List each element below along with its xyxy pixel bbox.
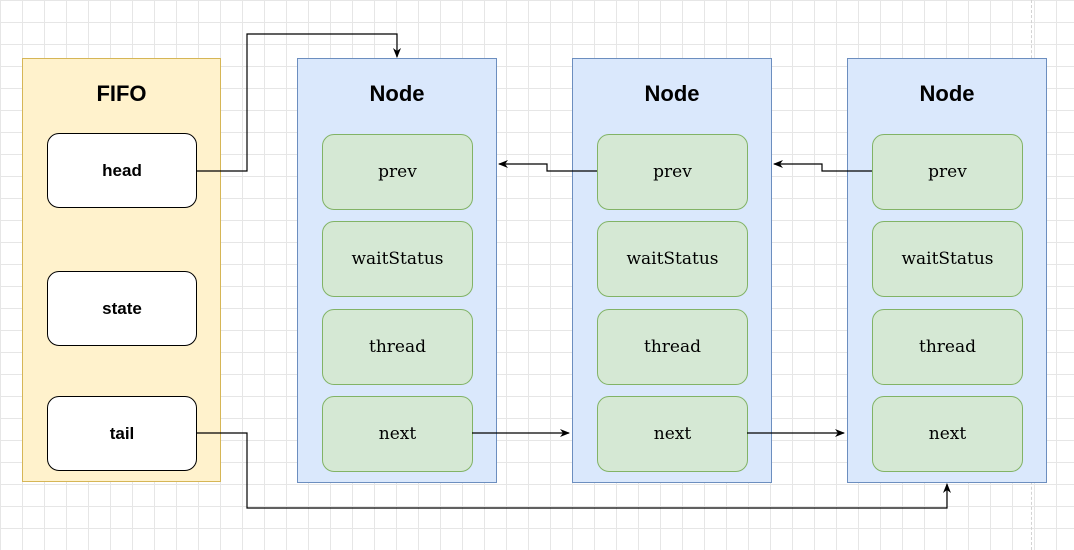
node-3-waitstatus-field: waitStatus — [872, 221, 1023, 297]
fifo-tail-field: tail — [47, 396, 197, 471]
fifo-state-field: state — [47, 271, 197, 346]
node-1-waitstatus-field: waitStatus — [322, 221, 473, 297]
node-1-prev-field: prev — [322, 134, 473, 210]
node-3-next-field: next — [872, 396, 1023, 472]
node-1-thread-field: thread — [322, 309, 473, 385]
node-3-title: Node — [919, 81, 975, 106]
node-3-prev-field: prev — [872, 134, 1023, 210]
fifo-head-field: head — [47, 133, 197, 208]
node-1-title: Node — [369, 81, 425, 106]
node-2-title: Node — [644, 81, 700, 106]
fifo-title: FIFO — [96, 81, 147, 106]
node-3-thread-field: thread — [872, 309, 1023, 385]
node-2-thread-field: thread — [597, 309, 748, 385]
node-3: Node prev waitStatus thread next — [847, 58, 1047, 483]
node-1: Node prev waitStatus thread next — [297, 58, 497, 483]
node-2: Node prev waitStatus thread next — [572, 58, 772, 483]
node-2-waitstatus-field: waitStatus — [597, 221, 748, 297]
node-2-prev-field: prev — [597, 134, 748, 210]
node-2-next-field: next — [597, 396, 748, 472]
node-1-next-field: next — [322, 396, 473, 472]
fifo-container: FIFO head state tail — [22, 58, 221, 482]
